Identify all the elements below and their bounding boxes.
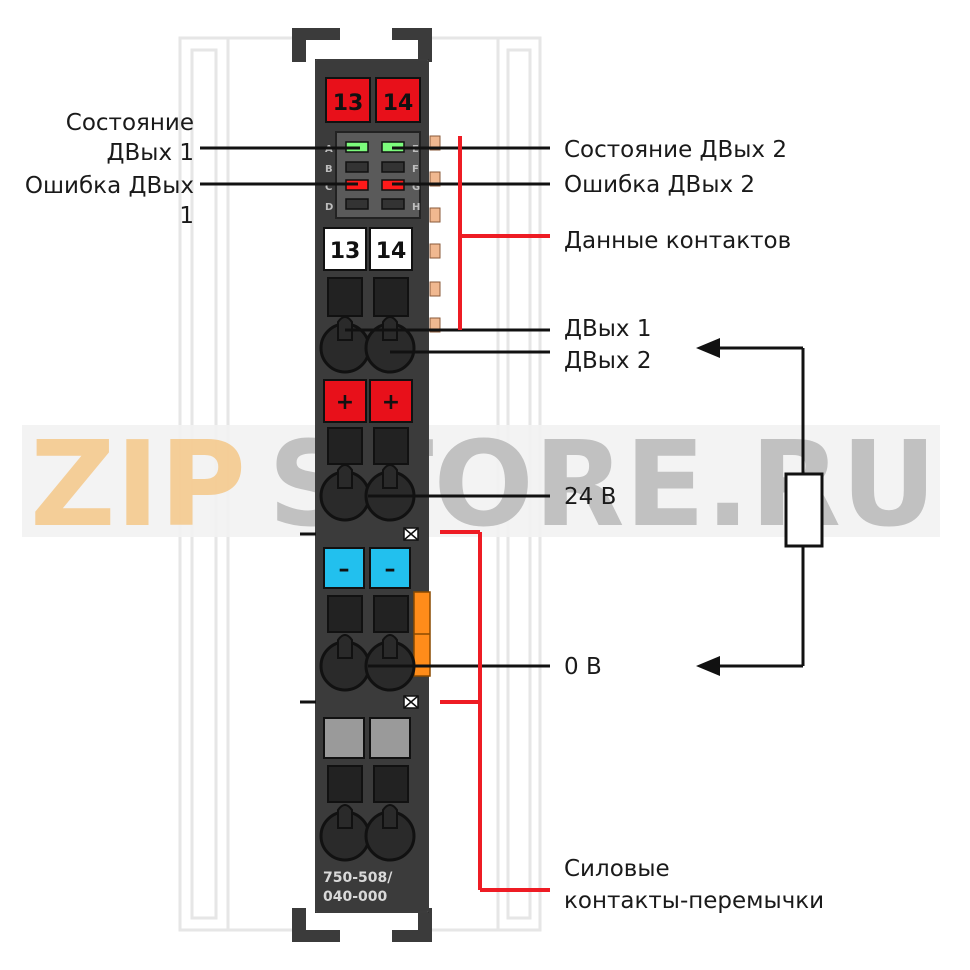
label-status-do1-line1: Состояние xyxy=(66,110,194,136)
label-error-do1-line2: 1 xyxy=(179,203,194,229)
top-markers: 13 14 xyxy=(325,77,421,123)
top-marker-14: 14 xyxy=(383,91,414,116)
load-resistor xyxy=(784,472,824,548)
label-error-do2: Ошибка ДВых 2 xyxy=(564,172,755,198)
led-letter-g: G xyxy=(412,182,420,193)
leader-lines xyxy=(200,146,550,668)
label-0v: 0 В xyxy=(564,654,602,680)
arrow-left-icon xyxy=(696,338,720,358)
label-do2: ДВых 2 xyxy=(564,348,651,374)
label-status-do2: Состояние ДВых 2 xyxy=(564,137,787,163)
power-jumper-contacts xyxy=(403,527,419,709)
grey-markers xyxy=(323,717,411,759)
part-number-line1: 750-508/ xyxy=(323,870,393,886)
led-letter-d: D xyxy=(325,202,333,213)
label-24v: 24 В xyxy=(564,484,616,510)
marker-14: 14 xyxy=(376,239,407,264)
din-rail-outline xyxy=(178,36,542,932)
minus-marker-left: – xyxy=(339,557,350,582)
led-panel: A B C D E F G H xyxy=(325,131,421,219)
connector-do[interactable] xyxy=(319,316,416,374)
plus-marker-right: + xyxy=(382,390,400,415)
led-letter-h: H xyxy=(412,202,420,213)
minus-markers: – – xyxy=(323,547,411,589)
release-slots-1 xyxy=(327,277,409,317)
label-error-do1-line1: Ошибка ДВых xyxy=(25,173,194,199)
white-markers: 13 14 xyxy=(323,227,413,271)
minus-marker-right: – xyxy=(385,557,396,582)
marker-13: 13 xyxy=(330,239,361,264)
led-letter-b: B xyxy=(325,164,333,175)
plus-marker-left: + xyxy=(336,390,354,415)
plus-markers: + + xyxy=(323,379,413,423)
label-contact-data: Данные контактов xyxy=(564,228,791,254)
label-power-jumper-line1: Силовые xyxy=(564,856,670,882)
red-callouts xyxy=(440,136,550,892)
part-number-line2: 040-000 xyxy=(323,889,388,905)
led-letter-c: C xyxy=(325,182,332,193)
load-wiring xyxy=(720,346,824,668)
release-slots-4 xyxy=(327,765,409,803)
led-letter-f: F xyxy=(412,164,419,175)
arrow-left-icon xyxy=(696,656,720,676)
data-contact-pads xyxy=(429,135,441,333)
label-status-do1-line2: ДВых 1 xyxy=(107,140,194,166)
top-marker-13: 13 xyxy=(333,91,364,116)
label-do1: ДВых 1 xyxy=(564,316,651,342)
label-power-jumper-line2: контакты-перемычки xyxy=(564,888,824,914)
callout-labels: Состояние ДВых 1 Ошибка ДВых 1 Состояние… xyxy=(25,110,824,914)
release-slots-3 xyxy=(327,595,409,633)
watermark-zip: ZIP xyxy=(30,415,246,553)
connector-bottom[interactable] xyxy=(319,804,416,862)
